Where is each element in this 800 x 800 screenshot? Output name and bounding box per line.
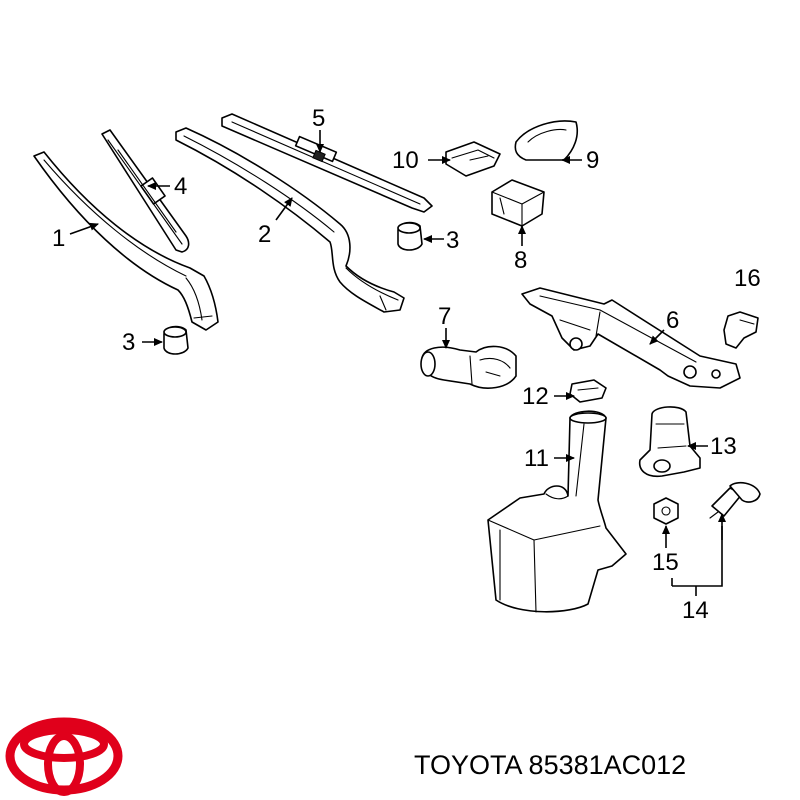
- toyota-logo: [5, 717, 123, 796]
- callout-1: 1: [52, 225, 65, 252]
- part-2-wiper-arm-center: [175, 127, 405, 313]
- callout-2: 2: [258, 221, 271, 248]
- callout-13: 13: [710, 433, 737, 460]
- caption-brand: TOYOTA: [414, 750, 523, 780]
- part-9-cover: [514, 120, 579, 161]
- part-11-washer-tank: [487, 410, 627, 613]
- callout-16: 16: [734, 265, 761, 292]
- leader-2: [275, 197, 293, 221]
- callout-15: 15: [652, 549, 679, 576]
- part-3-cap-right: [397, 221, 423, 251]
- callout-4: 4: [174, 173, 187, 200]
- part-3-cap-left: [163, 325, 189, 355]
- caption: TOYOTA 85381AC012: [414, 750, 686, 780]
- callout-10: 10: [392, 147, 419, 174]
- caption-part-number: 85381AC012: [529, 750, 687, 780]
- toyota-logo-vertical-ring: [44, 732, 84, 796]
- callout-12: 12: [522, 383, 549, 410]
- callout-3-left: 3: [122, 329, 135, 356]
- part-15-nut: [653, 497, 679, 525]
- part-14-connector: [709, 481, 761, 519]
- part-13-washer-pump: [638, 406, 701, 478]
- callout-14: 14: [682, 597, 709, 624]
- callout-8: 8: [514, 247, 527, 274]
- part-4-wiper-blade-left: [101, 129, 190, 253]
- leader-lines: [69, 130, 726, 596]
- callout-7: 7: [438, 303, 451, 330]
- leader-6: [649, 329, 665, 345]
- leader-1: [69, 222, 99, 235]
- part-5-wiper-blade-center: [221, 113, 433, 213]
- callout-6: 6: [666, 307, 679, 334]
- part-12-grommet: [569, 379, 607, 403]
- leader-14: [672, 526, 723, 587]
- part-1-wiper-arm-left: [33, 151, 219, 331]
- part-6-linkage: [521, 287, 741, 389]
- part-10-bracket: [445, 141, 501, 177]
- part-16-bracket: [723, 311, 759, 349]
- callout-9: 9: [586, 147, 599, 174]
- callout-5: 5: [312, 105, 325, 132]
- callout-3-right: 3: [446, 227, 459, 254]
- callout-labels: 1 2 3 3 4 5 6 7 8 9 10 11 12 13 14 15 16: [52, 105, 761, 624]
- part-7-wiper-motor: [420, 345, 517, 389]
- toyota-logo-horizontal-ring: [20, 726, 108, 762]
- callout-11: 11: [524, 445, 549, 472]
- part-8-module: [491, 179, 545, 227]
